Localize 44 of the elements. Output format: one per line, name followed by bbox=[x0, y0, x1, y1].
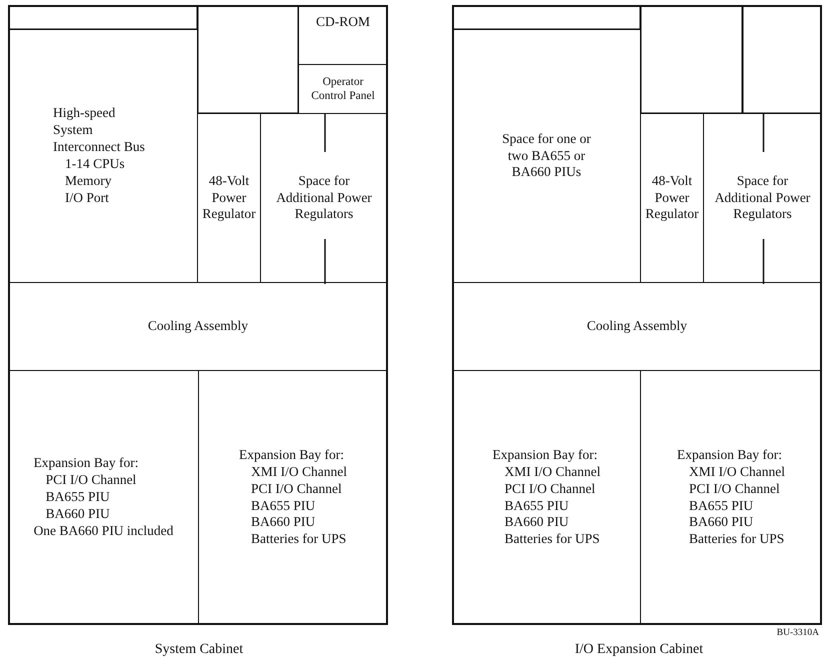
list-item: BA660 PIU bbox=[688, 514, 754, 532]
list-item: BA655 PIU bbox=[250, 498, 316, 514]
list-item: BA655 PIU bbox=[504, 498, 570, 514]
list-item: BA660 PIU bbox=[250, 514, 316, 532]
compartment-label: 48-Volt Power Regulator bbox=[202, 172, 256, 224]
cabinet-title: System Cabinet bbox=[154, 642, 244, 658]
list-item: PCI I/O Channel bbox=[504, 480, 596, 498]
compartment-label: Cooling Assembly bbox=[148, 318, 248, 335]
compartment-label: Expansion Bay for: bbox=[34, 455, 140, 472]
compartment-label: Space for Additional Power Regulators bbox=[275, 172, 373, 224]
list-item: Batteries for UPS bbox=[250, 531, 347, 548]
compartment-label: Operator Control Panel bbox=[310, 74, 376, 104]
list-item: One BA660 PIU included bbox=[34, 522, 174, 540]
empty-compartment bbox=[452, 5, 641, 30]
compartment-label: Space for one or two BA655 or BA660 PIUs bbox=[501, 130, 592, 182]
compartment-label: Expansion Bay for: bbox=[492, 446, 598, 464]
figure-number: BU-3310A bbox=[776, 628, 819, 638]
compartment-label: High-speed System Interconnect Bus bbox=[53, 105, 146, 156]
empty-compartment bbox=[197, 5, 299, 114]
list-item: Batteries for UPS bbox=[688, 531, 785, 548]
list-item: Batteries for UPS bbox=[504, 531, 600, 548]
list-item: XMI I/O Channel bbox=[250, 464, 347, 481]
list-item: XMI I/O Channel bbox=[688, 464, 785, 481]
list-item: I/O Port bbox=[64, 190, 110, 207]
list-item: BA655 PIU bbox=[688, 498, 754, 514]
list-item: BA660 PIU bbox=[504, 514, 570, 532]
compartment-label: 48-Volt Power Regulator bbox=[645, 172, 699, 224]
list-item: Memory bbox=[64, 172, 112, 190]
list-item: PCI I/O Channel bbox=[250, 480, 343, 498]
list-item: BA655 PIU bbox=[44, 489, 111, 506]
list-item: BA660 PIU bbox=[44, 506, 111, 523]
cabinet-title: I/O Expansion Cabinet bbox=[574, 642, 704, 658]
compartment-label: CD-ROM bbox=[316, 14, 370, 31]
empty-compartment bbox=[8, 5, 198, 30]
compartment-label: Expansion Bay for: bbox=[677, 446, 783, 464]
list-item: PCI I/O Channel bbox=[688, 480, 781, 498]
list-item: PCI I/O Channel bbox=[44, 472, 138, 490]
compartment-label: Space for Additional Power Regulators bbox=[714, 172, 812, 224]
compartment-label: Cooling Assembly bbox=[586, 318, 688, 335]
empty-compartment bbox=[640, 5, 743, 114]
compartment-label: Expansion Bay for: bbox=[239, 446, 345, 464]
list-item: XMI I/O Channel bbox=[504, 464, 600, 481]
list-item: 1-14 CPUs bbox=[64, 156, 126, 173]
empty-compartment bbox=[742, 5, 822, 114]
